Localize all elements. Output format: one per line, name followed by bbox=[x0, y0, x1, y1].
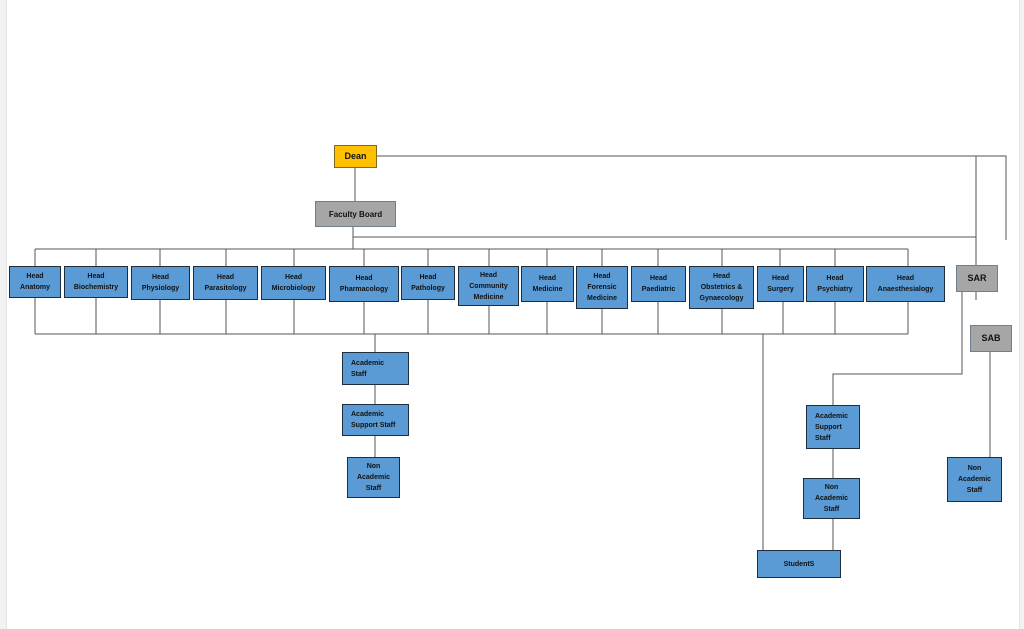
academic-support-staff-box: Academic Support Staff bbox=[342, 404, 409, 436]
sar-box: SAR bbox=[956, 265, 998, 292]
page-left-margin bbox=[0, 0, 7, 629]
head-forensic-medicine-box: Head Forensic Medicine bbox=[576, 266, 628, 309]
sar-academic-support-staff-box: Academic Support Staff bbox=[806, 405, 860, 449]
academic-staff-box: Academic Staff bbox=[342, 352, 409, 385]
head-physiology-box: Head Physiology bbox=[131, 266, 190, 300]
head-surgery-box: Head Surgery bbox=[757, 266, 804, 302]
students-box: StudentS bbox=[757, 550, 841, 578]
head-pathology-box: Head Pathology bbox=[401, 266, 455, 300]
head-anaesthesialogy-box: Head Anaesthesialogy bbox=[866, 266, 945, 302]
faculty-board-box: Faculty Board bbox=[315, 201, 396, 227]
sab-box: SAB bbox=[970, 325, 1012, 352]
head-medicine-box: Head Medicine bbox=[521, 266, 574, 302]
head-pharmacology-box: Head Pharmacology bbox=[329, 266, 399, 302]
head-psychiatry-box: Head Psychiatry bbox=[806, 266, 864, 302]
head-obstetrics-gynaecology-box: Head Obstetrics & Gynaecology bbox=[689, 266, 754, 309]
sar-non-academic-staff-box: Non Academic Staff bbox=[803, 478, 860, 519]
head-parasitology-box: Head Parasitology bbox=[193, 266, 258, 300]
non-academic-staff-box: Non Academic Staff bbox=[347, 457, 400, 498]
dean-box: Dean bbox=[334, 145, 377, 168]
page-right-margin bbox=[1019, 0, 1024, 629]
head-paediatric-box: Head Paediatric bbox=[631, 266, 686, 302]
head-community-medicine-box: Head Community Medicine bbox=[458, 266, 519, 306]
head-anatomy-box: Head Anatomy bbox=[9, 266, 61, 298]
sab-non-academic-staff-box: Non Academic Staff bbox=[947, 457, 1002, 502]
head-biochemistry-box: Head Biochemistry bbox=[64, 266, 128, 298]
head-microbiology-box: Head Microbiology bbox=[261, 266, 326, 300]
